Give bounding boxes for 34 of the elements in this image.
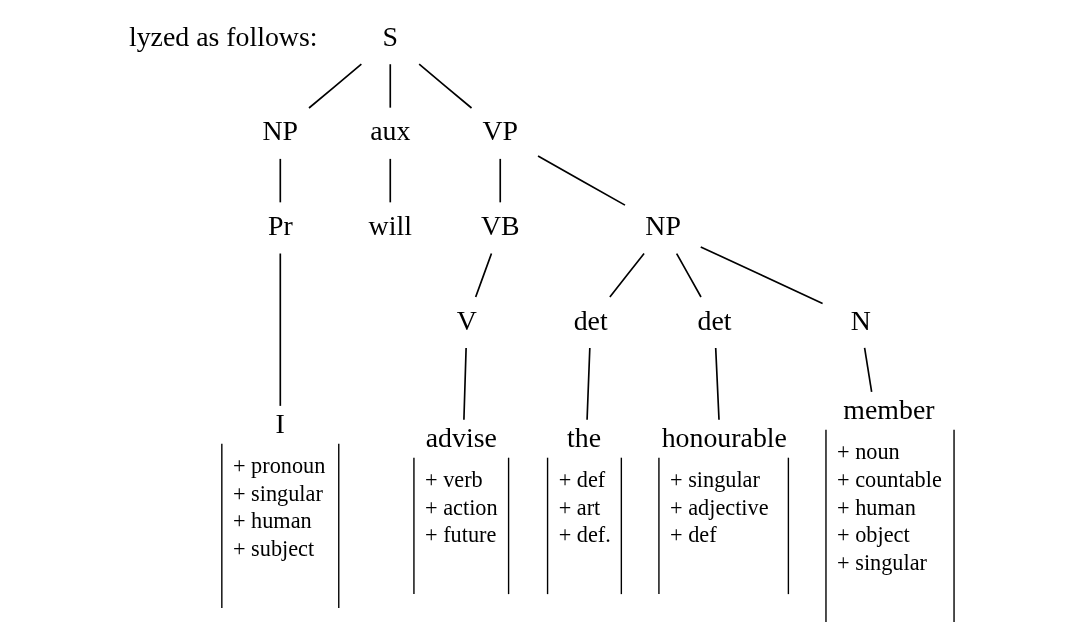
node-text: N — [850, 304, 871, 336]
connector — [388, 158, 391, 204]
node-text: S — [382, 20, 398, 52]
node-text: det — [697, 304, 732, 336]
node-text: I + pronoun + singular + human + subject — [232, 407, 325, 562]
node-text: Pr — [267, 209, 293, 241]
node-text: VP — [481, 115, 518, 147]
node-text: V — [456, 304, 477, 336]
node-text: advise + verb + action + future — [424, 421, 498, 548]
node-text: NP — [644, 209, 681, 241]
connector — [462, 347, 467, 421]
connector — [699, 246, 823, 305]
connector — [388, 63, 391, 109]
node-text: member + noun + countable + human + object + singular — [836, 393, 942, 576]
connector — [585, 347, 591, 421]
node-text: aux — [369, 115, 410, 147]
connector — [278, 252, 281, 407]
node-text: the + def + art + def. — [558, 421, 611, 548]
connector — [536, 155, 626, 206]
node-text: honourable + singular + adjective + def — [661, 421, 787, 548]
label: lyzed as follows: — [128, 20, 318, 52]
node-text: NP — [262, 115, 298, 147]
connector — [278, 158, 281, 204]
connector — [863, 347, 872, 393]
connector — [474, 252, 492, 298]
node-text: VB — [480, 209, 520, 241]
connector — [498, 158, 501, 204]
connector — [608, 252, 645, 298]
connector — [307, 63, 362, 109]
connector — [714, 347, 720, 421]
node-text: det — [573, 304, 608, 336]
connector — [417, 63, 472, 109]
connector — [675, 252, 702, 298]
node-text: will — [368, 209, 412, 241]
